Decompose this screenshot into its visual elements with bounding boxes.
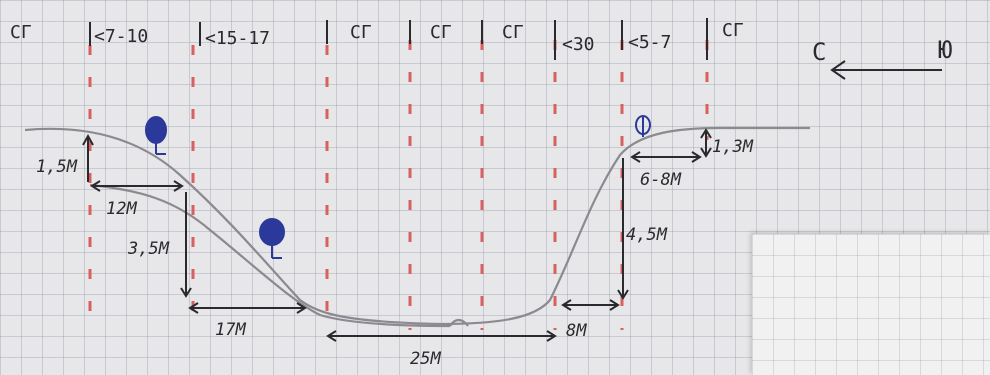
zone-label: <30	[562, 34, 595, 55]
arrow-head	[561, 299, 572, 311]
direction-north: С	[812, 38, 826, 66]
zone-label: СГ	[350, 22, 372, 43]
zone-label: <5-7	[628, 32, 671, 53]
dim-label: 8М	[566, 321, 587, 341]
zone-boundaries	[88, 40, 709, 330]
direction-south: Ю	[938, 36, 952, 64]
zone-label: СГ	[10, 22, 32, 43]
dim-label: 4,5М	[626, 225, 668, 245]
zone-label: <15-17	[205, 28, 270, 49]
arrow-head	[326, 330, 337, 342]
dim-label: 1,5М	[36, 157, 78, 177]
tree-icon	[145, 116, 167, 155]
arrow-head	[700, 128, 712, 139]
zone-labels: СГ <7-10 <15-17 СГ СГ СГ <30 <5-7 СГ	[10, 20, 744, 55]
dim-label: 6-8М	[640, 170, 682, 190]
paper-scrap	[752, 234, 990, 375]
zone-label: СГ	[722, 20, 744, 41]
arrow-head	[630, 151, 641, 163]
arrow-head	[180, 287, 192, 298]
arrow-head	[82, 133, 94, 146]
arrow-head	[546, 330, 557, 342]
arrow-head	[609, 299, 620, 311]
dimension-lines	[82, 60, 942, 342]
dim-label: 17М	[215, 320, 246, 340]
dimension-labels: 1,5М 12М 3,5М 17М 25М 8М 4,5М 6-8М 1,3М	[36, 137, 754, 369]
dim-label: 12М	[106, 199, 137, 219]
arrow-head	[691, 151, 702, 163]
zone-label: <7-10	[94, 26, 148, 47]
dim-label: 3,5М	[127, 239, 170, 259]
arrow-head	[173, 180, 184, 192]
arrow-head	[830, 60, 846, 80]
arrow-head	[188, 302, 199, 314]
dim-label: 1,3М	[712, 137, 754, 157]
zone-label: СГ	[430, 22, 452, 43]
direction-indicator: С Ю	[812, 36, 952, 66]
zone-label: СГ	[502, 22, 524, 43]
tree-icon	[259, 218, 285, 259]
arrow-head	[617, 289, 629, 300]
terrain-profile	[24, 126, 810, 328]
arrow-head	[90, 180, 101, 192]
arrow-head	[296, 302, 307, 314]
zone-separators	[89, 18, 708, 60]
arrow-head	[700, 147, 712, 158]
dim-label: 25М	[410, 349, 441, 369]
tree-icon	[635, 115, 651, 137]
